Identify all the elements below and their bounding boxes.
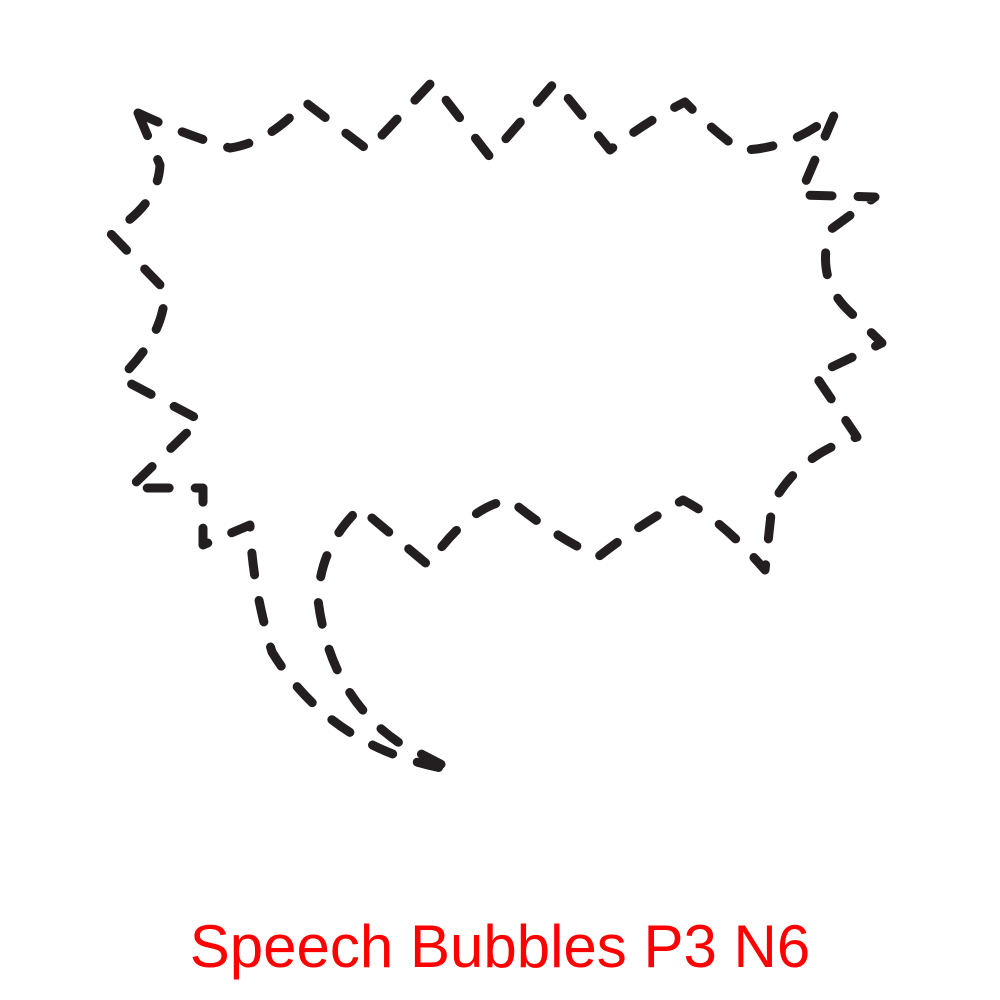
caption-title: Speech Bubbles P3 N6: [189, 913, 811, 980]
speech-bubble-outline: [105, 77, 887, 775]
